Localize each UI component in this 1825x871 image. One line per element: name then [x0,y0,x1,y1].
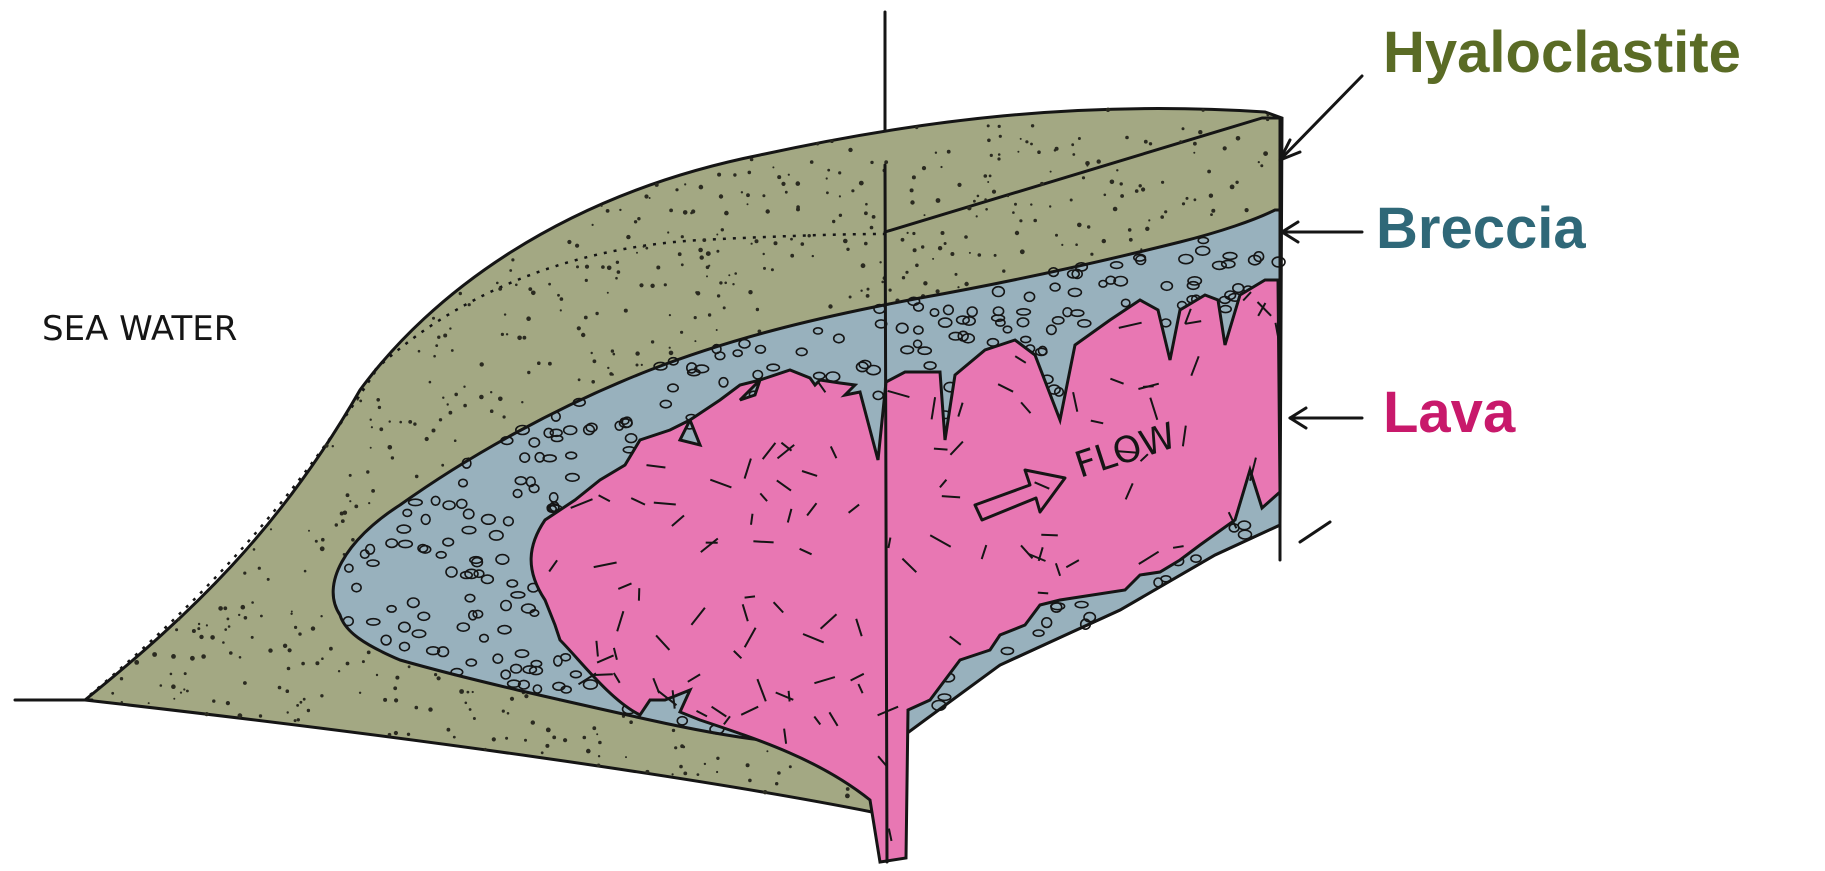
lava-label: Lava [1383,380,1516,445]
lava-callout: Lava [1290,380,1516,445]
hyaloclastite-label: Hyaloclastite [1383,20,1741,85]
sea-water-label: SEA WATER [42,309,237,349]
hyaloclastite-arrow-icon [1280,76,1362,160]
vertical-front-edge [885,165,887,862]
hyaloclastite-callout: Hyaloclastite [1280,20,1741,160]
ground-line-right [1300,522,1330,542]
breccia-callout: Breccia [1282,196,1586,261]
breccia-label: Breccia [1376,196,1586,261]
